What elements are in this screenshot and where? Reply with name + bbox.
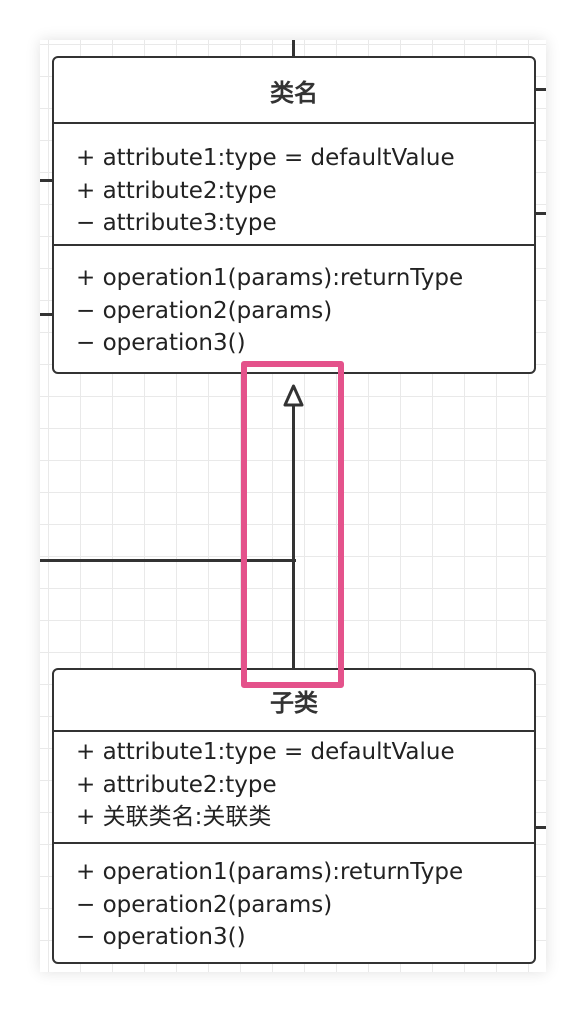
diagram-canvas[interactable]: 类名 + attribute1:type = defaultValue + at…	[40, 40, 546, 972]
parent-operation-2: − operation2(params)	[76, 297, 333, 324]
child-class-operations: + operation1(params):returnType − operat…	[54, 844, 534, 954]
child-operation-1: + operation1(params):returnType	[76, 859, 464, 885]
connector-horizontal[interactable]	[40, 559, 296, 562]
generalization-arrowhead	[283, 384, 304, 407]
child-attribute-1: + attribute1:type = defaultValue	[76, 739, 455, 765]
parent-class-name: 类名	[270, 78, 318, 107]
parent-attribute-1: + attribute1:type = defaultValue	[76, 145, 455, 171]
parent-class-title: 类名	[54, 58, 534, 124]
connector-left-upper[interactable]	[40, 179, 54, 182]
child-class-box[interactable]: 子类 + attribute1:type = defaultValue + at…	[52, 668, 536, 964]
connector-right-middle[interactable]	[534, 212, 546, 215]
child-class-attributes: + attribute1:type = defaultValue + attri…	[54, 732, 534, 844]
parent-attribute-3: − attribute3:type	[76, 210, 277, 236]
parent-class-attributes: + attribute1:type = defaultValue + attri…	[54, 124, 534, 246]
child-class-name: 子类	[270, 688, 318, 717]
child-operation-3: − operation3()	[76, 924, 246, 950]
connector-right-top[interactable]	[534, 88, 546, 91]
child-class-title: 子类	[54, 670, 534, 732]
child-attribute-3: + 关联类名:关联类	[76, 804, 272, 830]
child-attribute-2: + attribute2:type	[76, 771, 277, 798]
connector-left-lower[interactable]	[40, 313, 54, 316]
parent-operation-3: − operation3()	[76, 330, 246, 356]
connector-right-bottom[interactable]	[534, 826, 546, 829]
inheritance-arrow[interactable]	[40, 40, 546, 972]
connector-top[interactable]	[292, 40, 295, 58]
parent-class-operations: + operation1(params):returnType − operat…	[54, 246, 534, 360]
highlight-annotation-box	[241, 361, 344, 688]
parent-attribute-2: + attribute2:type	[76, 177, 277, 204]
child-operation-2: − operation2(params)	[76, 891, 333, 918]
parent-class-box[interactable]: 类名 + attribute1:type = defaultValue + at…	[52, 56, 536, 374]
parent-operation-1: + operation1(params):returnType	[76, 265, 464, 291]
